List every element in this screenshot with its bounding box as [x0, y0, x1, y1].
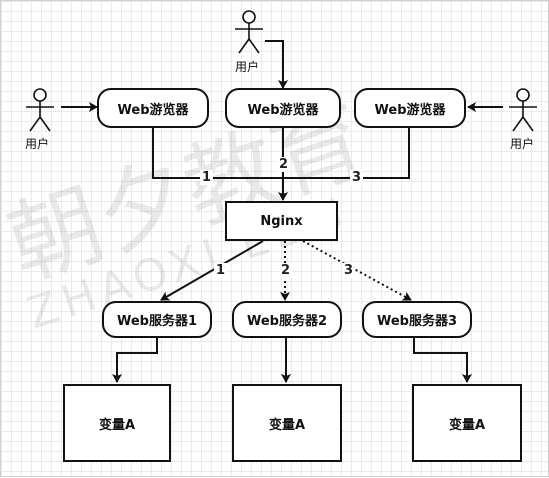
user-label-left: 用户 [25, 137, 50, 151]
edge-user-top-to-browser [265, 40, 288, 89]
edge-browser3-to-nginx [283, 128, 410, 179]
nginx-node[interactable]: Nginx [225, 201, 338, 241]
edge-browser1-to-nginx [152, 128, 283, 179]
user-label-right: 用户 [510, 137, 535, 151]
variable-box-1[interactable]: 变量A [63, 384, 171, 462]
variable-box-2[interactable]: 变量A [232, 384, 342, 462]
server-node-2[interactable]: Web服务器2 [232, 301, 342, 338]
user-label-top: 用户 [235, 60, 260, 74]
edge-label-browser-3: 3 [350, 170, 364, 185]
server-node-1[interactable]: Web服务器1 [102, 301, 212, 338]
variable-box-3[interactable]: 变量A [412, 384, 522, 462]
user-icon-left [26, 88, 54, 132]
user-icon-top [235, 10, 263, 54]
server-node-3[interactable]: Web服务器3 [362, 301, 472, 338]
edge-server3-to-var3 [413, 338, 472, 383]
browser-node-3[interactable]: Web游览器 [354, 88, 466, 128]
edge-label-server-3: 3 [342, 263, 356, 278]
edge-label-browser-1: 1 [200, 170, 214, 185]
browser-node-1[interactable]: Web游览器 [97, 88, 209, 128]
edge-server1-to-var1 [112, 338, 158, 383]
edge-label-browser-2: 2 [277, 157, 291, 172]
user-icon-right [509, 88, 537, 132]
edge-nginx-to-server1 [160, 240, 264, 301]
browser-node-2[interactable]: Web游览器 [225, 88, 341, 128]
edge-label-server-2: 2 [279, 263, 293, 278]
edge-nginx-to-server3 [302, 240, 412, 301]
edge-label-server-1: 1 [214, 263, 228, 278]
